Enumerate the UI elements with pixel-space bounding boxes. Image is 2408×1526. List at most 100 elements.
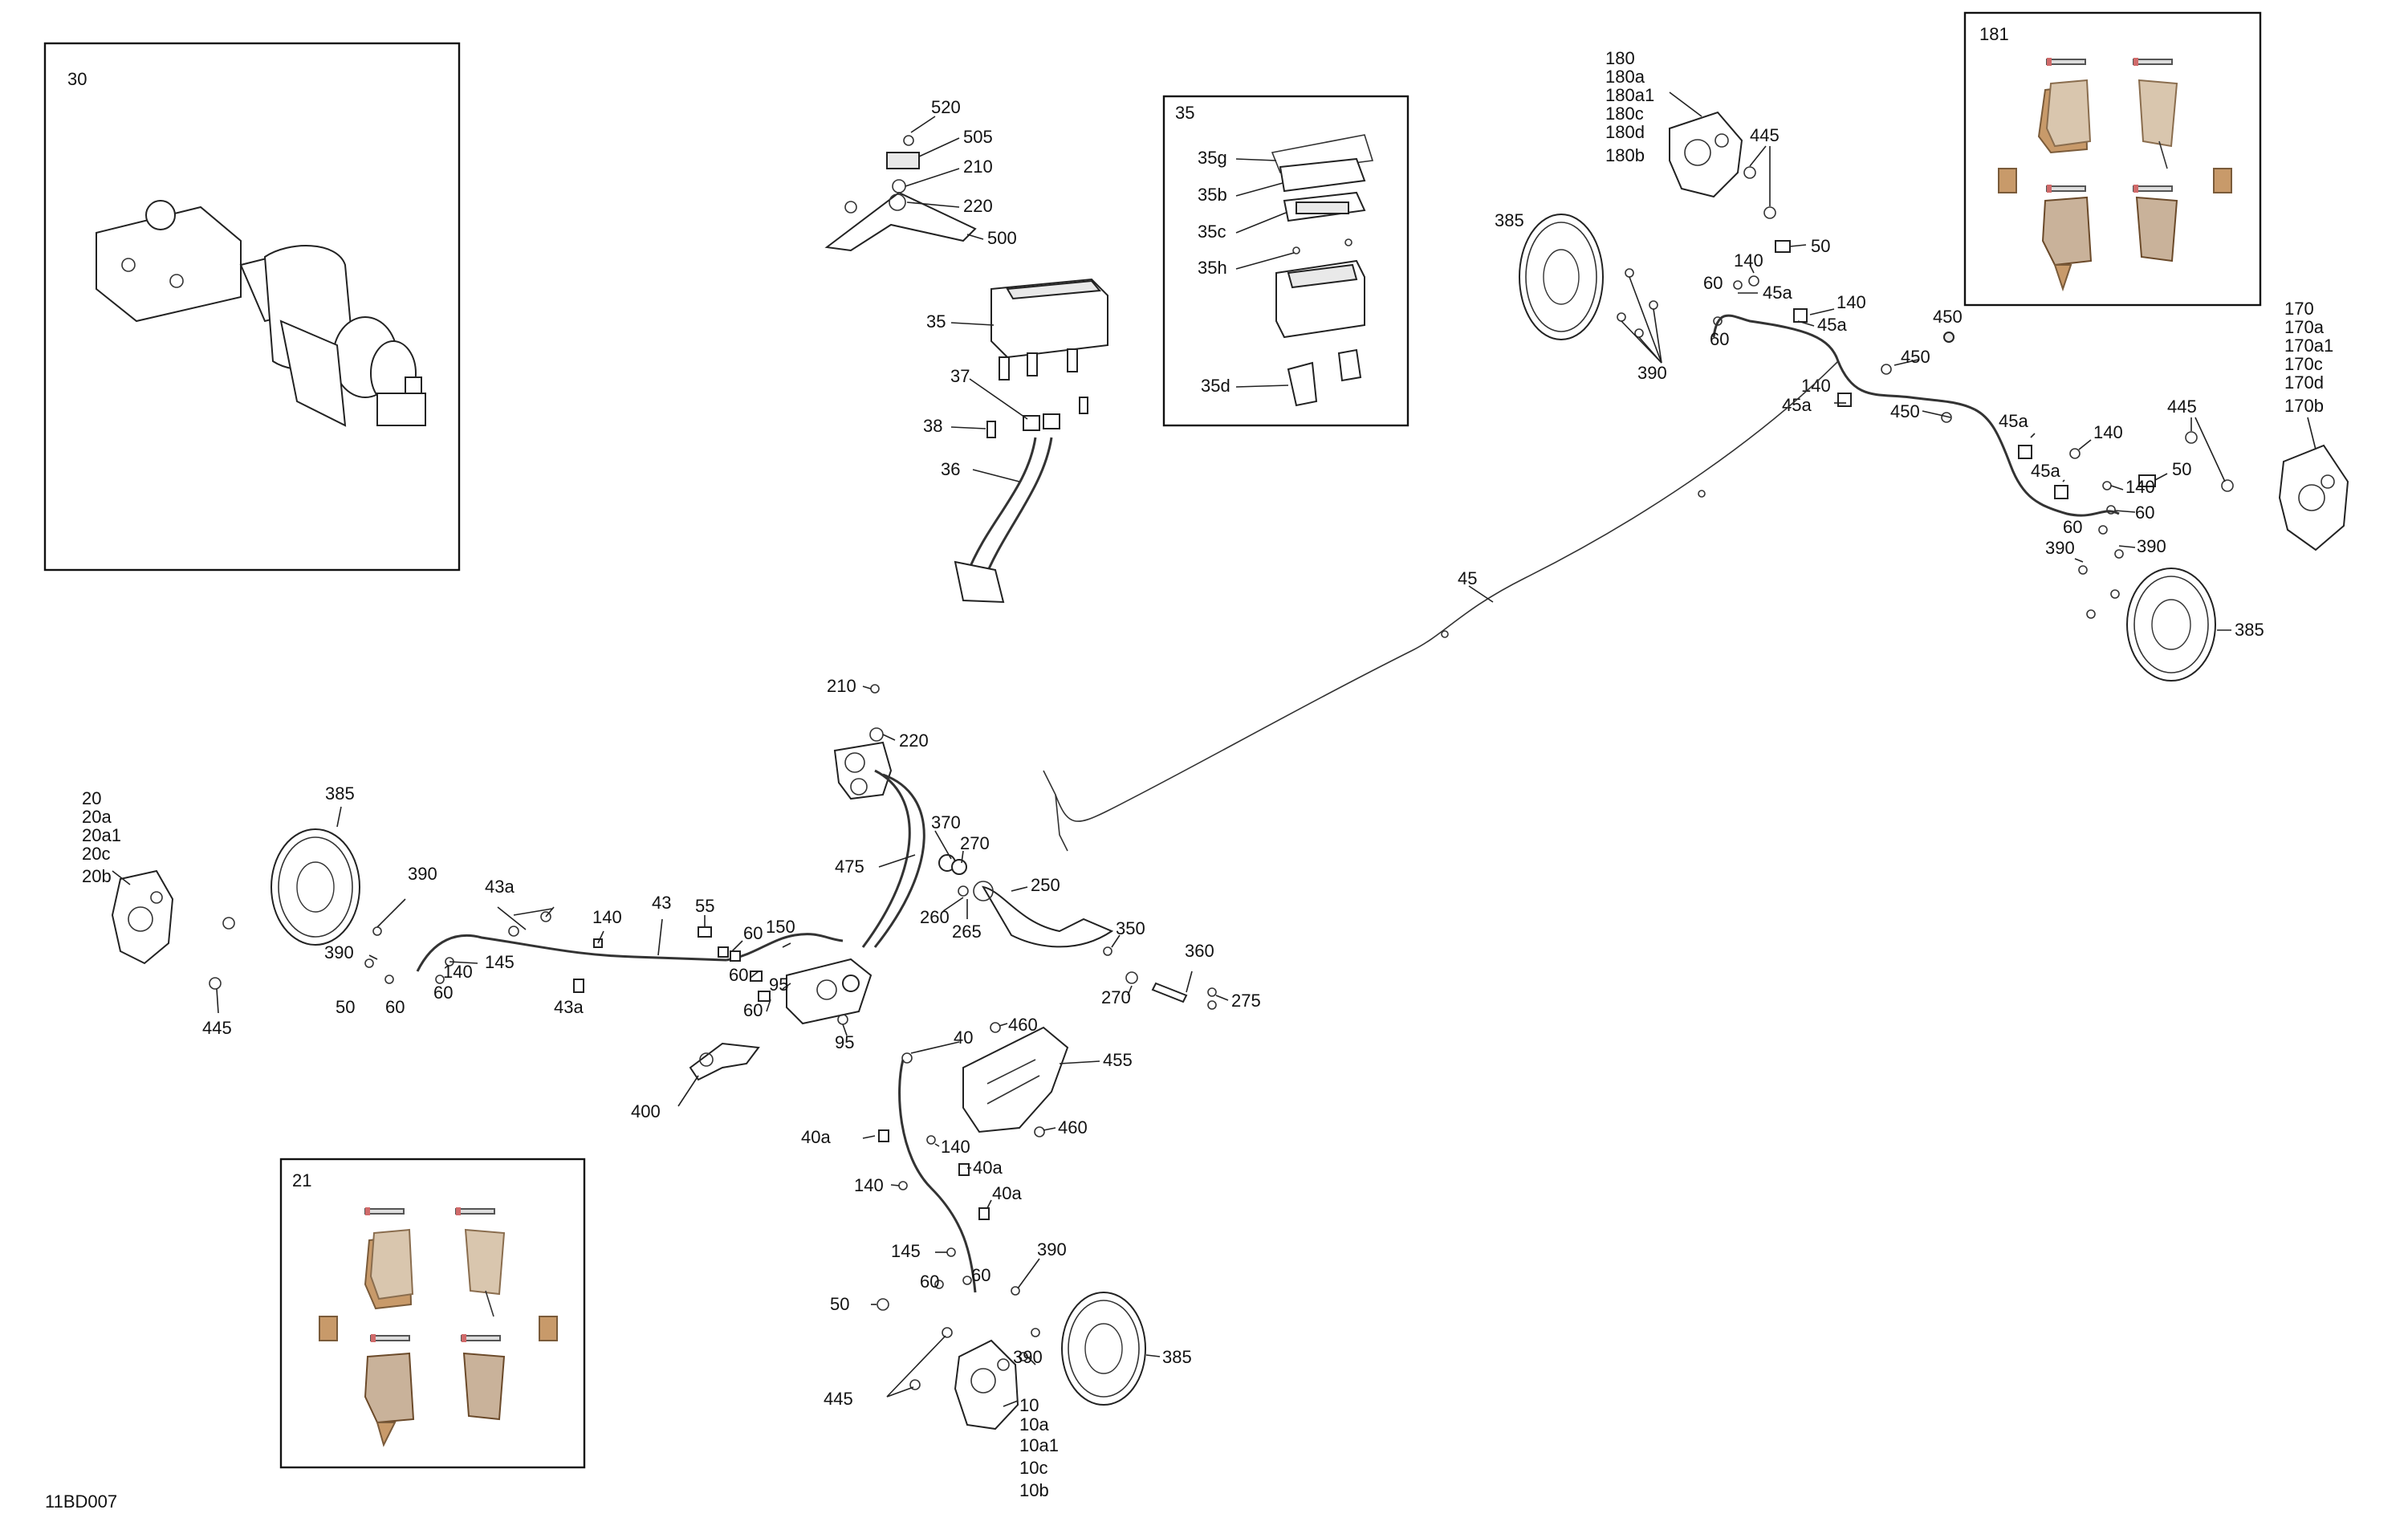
abs-module-group: 35 37 38 36 — [923, 278, 1108, 604]
label-350: 350 — [1116, 918, 1145, 938]
label-385-top: 385 — [1495, 210, 1524, 230]
label-60-right-a: 60 — [2135, 503, 2154, 523]
label-370: 370 — [931, 812, 961, 832]
junction-block-group: 55 60 150 60 95 60 95 — [695, 896, 872, 1052]
label-20b: 20b — [82, 866, 112, 886]
label-445-right: 445 — [2167, 397, 2197, 417]
label-60-top-a: 60 — [1703, 273, 1723, 293]
label-10b: 10b — [1019, 1480, 1049, 1500]
label-180a: 180a — [1605, 67, 1645, 87]
label-35g: 35g — [1198, 148, 1227, 168]
label-45a-top-a: 45a — [1763, 283, 1792, 303]
label-95-junction-a: 95 — [769, 975, 788, 995]
rear-hose-fittings-right: 45a 140 445 45a 50 140 60 60 — [1974, 397, 2234, 537]
label-37: 37 — [950, 366, 970, 386]
label-140-left-a: 140 — [592, 907, 622, 927]
label-460-bottom: 460 — [1058, 1117, 1088, 1137]
label-10: 10 — [1019, 1395, 1039, 1415]
label-20c: 20c — [82, 844, 110, 864]
label-505: 505 — [963, 127, 993, 147]
label-140-front-b: 140 — [854, 1175, 884, 1195]
label-170a1: 170a1 — [2284, 336, 2333, 356]
label-21: 21 — [292, 1170, 311, 1190]
label-43a: 43a — [485, 877, 515, 897]
label-390-top: 390 — [1637, 363, 1667, 383]
label-475: 475 — [835, 857, 864, 877]
label-140-right-a: 140 — [2093, 422, 2123, 442]
label-265: 265 — [952, 922, 982, 942]
callout-box-21: 21 — [279, 1158, 586, 1469]
label-385-left: 385 — [325, 783, 355, 804]
callout-box-181: 181 — [1963, 11, 2262, 307]
label-45a-top-c: 45a — [1782, 395, 1812, 415]
label-40: 40 — [954, 1028, 973, 1048]
label-170a: 170a — [2284, 317, 2325, 337]
label-60-junction-a: 60 — [743, 923, 763, 943]
callout-box-30: 30 — [43, 42, 461, 572]
label-180d: 180d — [1605, 122, 1645, 142]
label-40a-a: 40a — [801, 1127, 831, 1147]
label-50-right: 50 — [2172, 459, 2191, 479]
label-55: 55 — [695, 896, 714, 916]
label-10a1: 10a1 — [1019, 1435, 1059, 1455]
label-20: 20 — [82, 788, 101, 808]
label-390-left-b: 390 — [324, 942, 354, 962]
label-60-left-b: 60 — [433, 983, 453, 1003]
label-43: 43 — [652, 893, 671, 913]
label-60-front-a: 60 — [920, 1272, 939, 1292]
center-assembly: 210 220 475 370 270 260 265 250 350 360 … — [827, 676, 1261, 1011]
label-45: 45 — [1458, 568, 1477, 588]
caliper-10-group: 445 10 10a 10a1 10c 10b — [824, 1327, 1059, 1500]
label-20a: 20a — [82, 807, 112, 827]
label-35h: 35h — [1198, 258, 1227, 278]
label-35-box: 35 — [1175, 103, 1194, 123]
label-10a: 10a — [1019, 1414, 1049, 1434]
label-170b: 170b — [2284, 396, 2324, 416]
label-210: 210 — [963, 157, 993, 177]
label-35b: 35b — [1198, 185, 1227, 205]
label-140-top-c: 140 — [1801, 376, 1831, 396]
label-35d: 35d — [1201, 376, 1230, 396]
label-210-center: 210 — [827, 676, 856, 696]
label-35: 35 — [926, 311, 946, 332]
label-45a-top-b: 45a — [1817, 315, 1847, 335]
label-40a-b: 40a — [973, 1158, 1003, 1178]
label-385-right: 385 — [2235, 620, 2264, 640]
label-385-front: 385 — [1162, 1347, 1192, 1367]
label-140-top-b: 140 — [1837, 292, 1866, 312]
label-60-junction-b: 60 — [729, 965, 748, 985]
label-220: 220 — [963, 196, 993, 216]
label-520: 520 — [931, 97, 961, 117]
label-220-center: 220 — [899, 730, 929, 751]
label-60-junction-c: 60 — [743, 1000, 763, 1020]
label-60-right-b: 60 — [2063, 517, 2082, 537]
label-38: 38 — [923, 416, 942, 436]
label-450-top-c: 450 — [1890, 401, 1920, 421]
label-140-top-a: 140 — [1734, 250, 1763, 271]
front-left-hose-43: 390 390 43a 140 43 145 140 50 60 60 43a — [324, 864, 727, 1017]
brake-bracket-group: 520 505 210 220 500 — [824, 97, 1017, 252]
label-181: 181 — [1979, 24, 2009, 44]
label-390-front-b: 390 — [1013, 1347, 1043, 1367]
label-270-center-b: 270 — [1101, 987, 1131, 1007]
rear-hose-fittings-top: 140 50 60 45a 140 45a 60 140 45a 450 450… — [1703, 236, 1975, 423]
label-50-front: 50 — [830, 1294, 849, 1314]
label-50-top: 50 — [1811, 236, 1830, 256]
label-400: 400 — [631, 1101, 661, 1121]
bracket-400-group: 400 — [631, 1042, 760, 1121]
label-445-front: 445 — [824, 1389, 853, 1409]
label-360: 360 — [1185, 941, 1214, 961]
label-150: 150 — [766, 917, 795, 937]
label-250: 250 — [1031, 875, 1060, 895]
brake-disc-right: 390 390 385 — [2045, 536, 2264, 682]
label-275: 275 — [1231, 991, 1261, 1011]
label-60-left-a: 60 — [385, 997, 405, 1017]
label-450-top-a: 450 — [1933, 307, 1963, 327]
label-390-front-a: 390 — [1037, 1239, 1067, 1259]
label-450-top-b: 450 — [1901, 347, 1930, 367]
label-10c: 10c — [1019, 1458, 1047, 1478]
brake-disc-front-right: 390 390 385 — [1011, 1239, 1192, 1406]
label-180a1: 180a1 — [1605, 85, 1654, 105]
label-180b: 180b — [1605, 145, 1645, 165]
label-270-center-a: 270 — [960, 833, 990, 853]
